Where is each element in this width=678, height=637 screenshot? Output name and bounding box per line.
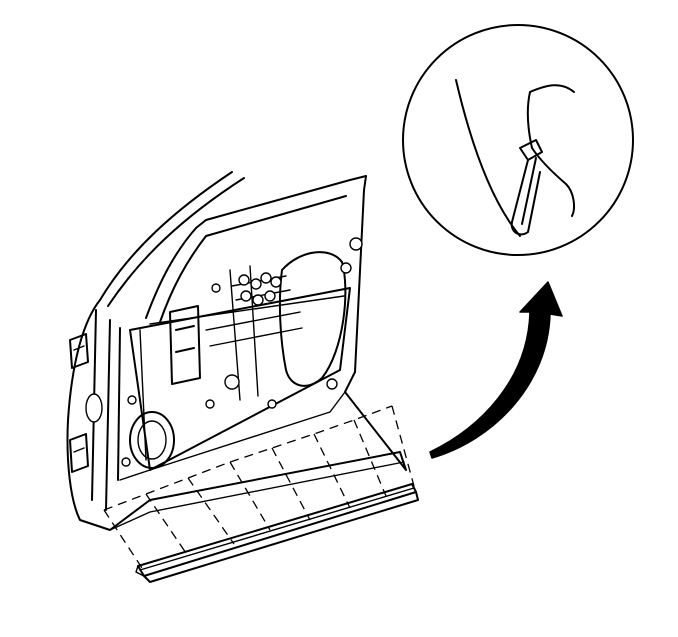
speaker-opening: [129, 411, 175, 469]
panel-holes: [85, 237, 363, 467]
detail-view-circle: [402, 24, 634, 256]
lower-seal-strip: [135, 483, 419, 583]
door-hinges: [69, 333, 89, 473]
inner-panel-flange: [119, 295, 346, 481]
door-outer-edge: [66, 175, 407, 531]
retaining-clip: [510, 139, 543, 236]
detail-door-edge: [455, 79, 521, 237]
regulator-rails: [205, 265, 303, 401]
curved-reference-arrow: [429, 281, 563, 459]
clip-alignment-lines: [103, 405, 415, 569]
access-opening: [278, 251, 347, 387]
front-door-panel: [66, 171, 407, 531]
regulator-bolt-holes: [205, 272, 282, 409]
door-lower-sill: [109, 461, 405, 531]
regulator-bracket: [169, 305, 201, 385]
inner-panel-outline: [129, 287, 351, 471]
window-frame: [99, 171, 367, 323]
